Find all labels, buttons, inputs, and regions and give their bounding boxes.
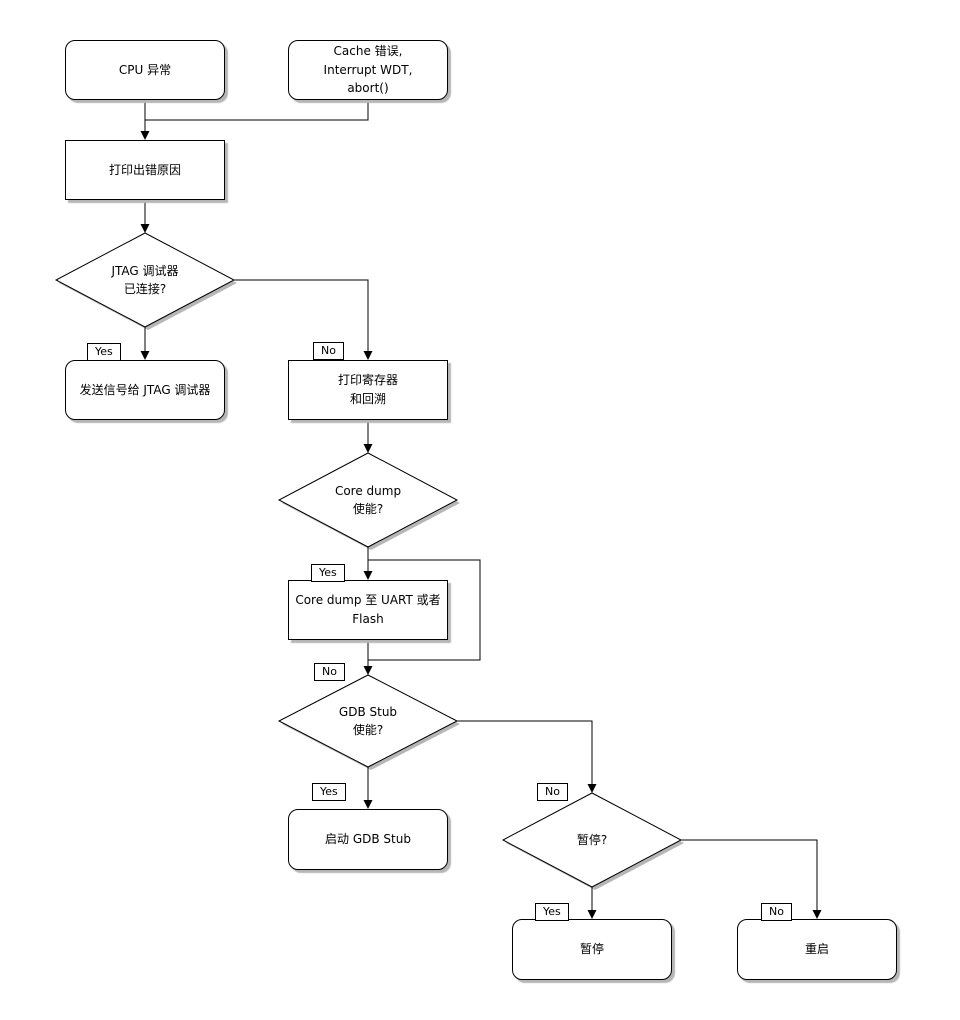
arrowhead — [140, 224, 150, 233]
connector-lines — [144, 100, 818, 917]
arrowhead — [363, 571, 373, 580]
arrowhead — [587, 910, 597, 919]
arrowhead — [363, 351, 373, 360]
coredump-diamond-shape — [277, 452, 459, 548]
arrowhead — [587, 784, 597, 793]
arrowhead — [140, 351, 150, 360]
diamond-shadows — [59, 236, 684, 890]
gdbstub-diamond-shape — [277, 674, 459, 768]
decision-diamonds — [54, 232, 683, 888]
edge-halt-no — [681, 839, 818, 917]
node-send-signal-jtag: 发送信号给 JTAG 调试器 — [65, 360, 225, 420]
node-print-reason: 打印出错原因 — [65, 140, 225, 200]
node-halt: 暂停 — [512, 919, 672, 980]
node-cache-error: Cache 错误, Interrupt WDT, abort() — [288, 40, 448, 100]
edge-coredump-no-bypass — [368, 559, 481, 661]
node-start-gdbstub: 启动 GDB Stub — [288, 809, 448, 870]
edge-gdbstub-no — [457, 720, 593, 791]
node-coredump-uart-flash: Core dump 至 UART 或者 Flash — [288, 580, 448, 640]
arrowhead — [363, 666, 373, 675]
arrowhead — [363, 800, 373, 809]
arrowhead — [812, 910, 822, 919]
halt-diamond-shape — [501, 792, 683, 888]
edge-label-halt-no: No — [761, 903, 792, 921]
edge-label-coredump-yes: Yes — [311, 564, 345, 582]
edge-label-halt-yes: Yes — [535, 903, 569, 921]
node-cpu-exception: CPU 异常 — [65, 40, 225, 100]
edge-label-jtag-yes: Yes — [87, 343, 121, 361]
arrowhead — [140, 131, 150, 140]
arrowhead — [363, 444, 373, 453]
arrowheads — [140, 131, 822, 919]
edge-label-gdbstub-yes: Yes — [312, 783, 346, 801]
edge-label-jtag-no: No — [313, 342, 344, 360]
node-print-registers: 打印寄存器 和回溯 — [288, 360, 448, 420]
edge-cache-merge — [145, 100, 369, 121]
jtag-diamond-shape — [54, 232, 236, 328]
node-reboot: 重启 — [737, 919, 897, 980]
edge-jtag-no — [234, 279, 369, 358]
edge-label-coredump-no: No — [314, 663, 345, 681]
edge-label-gdbstub-no: No — [537, 783, 568, 801]
